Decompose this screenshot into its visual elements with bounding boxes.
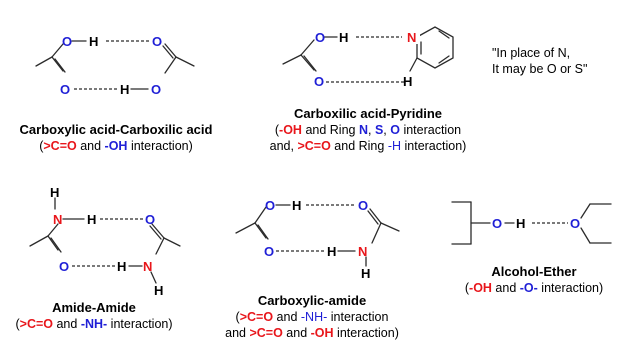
carbonyl-group: >C=O (43, 139, 77, 153)
text: and (282, 326, 311, 340)
text: and, (269, 139, 298, 153)
carbonyl-group: >C=O (19, 317, 53, 331)
atom-h: H (87, 212, 96, 227)
acid-amide-line3: and >C=O and -OH interaction) (214, 325, 410, 341)
atom-h: H (120, 82, 129, 97)
ring-h: -H (387, 139, 402, 153)
acid-amide-structure: O H O O H N H (235, 198, 400, 281)
acid-pyridine-line2: (-OH and Ring N, S, O interaction (248, 122, 488, 138)
atom-o: O (145, 212, 155, 227)
atom-h: H (339, 30, 348, 45)
atom-n: N (53, 212, 62, 227)
atom-o: O (265, 198, 275, 213)
atom-h: H (361, 266, 370, 281)
atom-o: O (570, 216, 580, 231)
acid-pyridine-structure: O H N O H (282, 26, 454, 89)
text: and (53, 317, 81, 331)
acid-pyridine-caption: Carboxilic acid-Pyridine (-OH and Ring N… (248, 106, 488, 154)
acid-acid-structure: O H O O H O (35, 34, 195, 97)
text: ( (464, 281, 470, 295)
text: ( (235, 310, 240, 324)
amide-amide-subtitle: (>C=O and -NH- interaction) (0, 316, 188, 332)
ring-n: N (358, 123, 368, 137)
atom-o: O (151, 82, 161, 97)
acid-pyridine-title: Carboxilic acid-Pyridine (293, 106, 443, 121)
substitution-note: "In place of N, It may be O or S" (492, 45, 587, 77)
atom-h: H (50, 185, 59, 200)
atom-n: N (143, 259, 152, 274)
amine-group: -NH- (80, 317, 108, 331)
acid-amide-caption: Carboxylic-amide (>C=O and -NH- interact… (214, 293, 410, 341)
atom-h: H (327, 244, 336, 259)
text: and Ring (301, 123, 359, 137)
text: and Ring (330, 139, 388, 153)
atom-n: N (358, 244, 367, 259)
text: interaction (327, 310, 389, 324)
hydroxyl-group: -OH (469, 281, 492, 295)
atom-o: O (315, 30, 325, 45)
carbonyl-group: >C=O (249, 326, 283, 340)
note-line1: "In place of N, (492, 46, 571, 60)
atom-h: H (516, 216, 525, 231)
alcohol-ether-structure: O H O (451, 201, 612, 245)
atom-o: O (492, 216, 502, 231)
text: interaction) (537, 281, 604, 295)
text: and (225, 326, 250, 340)
note-line2: It may be O or S" (492, 62, 588, 76)
carbonyl-group: >C=O (297, 139, 331, 153)
hydroxyl-group: -OH (310, 326, 334, 340)
hydroxyl-group: -OH (104, 139, 128, 153)
text: , (383, 123, 391, 137)
alcohol-ether-caption: Alcohol-Ether (-OH and -O- interaction) (452, 264, 616, 296)
text: ( (39, 139, 44, 153)
acid-acid-caption: Carboxylic acid-Carboxilic acid (>C=O an… (4, 122, 228, 154)
ether-group: -O- (519, 281, 538, 295)
atom-h: H (292, 198, 301, 213)
text: , (367, 123, 375, 137)
text: ( (15, 317, 20, 331)
amide-amide-title: Amide-Amide (52, 300, 136, 315)
acid-amide-line2: (>C=O and -NH- interaction (214, 309, 410, 325)
atom-o: O (59, 259, 69, 274)
amine-group: -NH- (300, 310, 328, 324)
alcohol-ether-title: Alcohol-Ether (491, 264, 577, 279)
text: ( (274, 123, 280, 137)
acid-acid-subtitle: (>C=O and -OH interaction) (4, 138, 228, 154)
atom-h: H (89, 34, 98, 49)
atom-h: H (117, 259, 126, 274)
atom-o: O (264, 244, 274, 259)
atom-o: O (62, 34, 72, 49)
atom-h: H (403, 74, 412, 89)
ring-nitrogen: N (407, 30, 416, 45)
alcohol-ether-subtitle: (-OH and -O- interaction) (452, 280, 616, 296)
atom-o: O (60, 82, 70, 97)
atom-o: O (152, 34, 162, 49)
ring-o: O (390, 123, 400, 137)
amide-amide-structure: H N H O O H N H (29, 185, 181, 298)
text: and (273, 310, 301, 324)
text: interaction (399, 123, 462, 137)
acid-amide-title: Carboxylic-amide (257, 293, 367, 308)
text: interaction) (107, 317, 173, 331)
hydroxyl-group: -OH (279, 123, 302, 137)
text: and (491, 281, 520, 295)
atom-h: H (154, 283, 163, 298)
text: interaction) (401, 139, 467, 153)
atom-o: O (314, 74, 324, 89)
text: interaction) (333, 326, 399, 340)
atom-o: O (358, 198, 368, 213)
amide-amide-caption: Amide-Amide (>C=O and -NH- interaction) (0, 300, 188, 332)
carbonyl-group: >C=O (239, 310, 274, 324)
text: and (76, 139, 105, 153)
ring-s: S (374, 123, 384, 137)
acid-acid-title: Carboxylic acid-Carboxilic acid (19, 122, 213, 137)
acid-pyridine-line3: and, >C=O and Ring -H interaction) (248, 138, 488, 154)
text: interaction) (127, 139, 193, 153)
